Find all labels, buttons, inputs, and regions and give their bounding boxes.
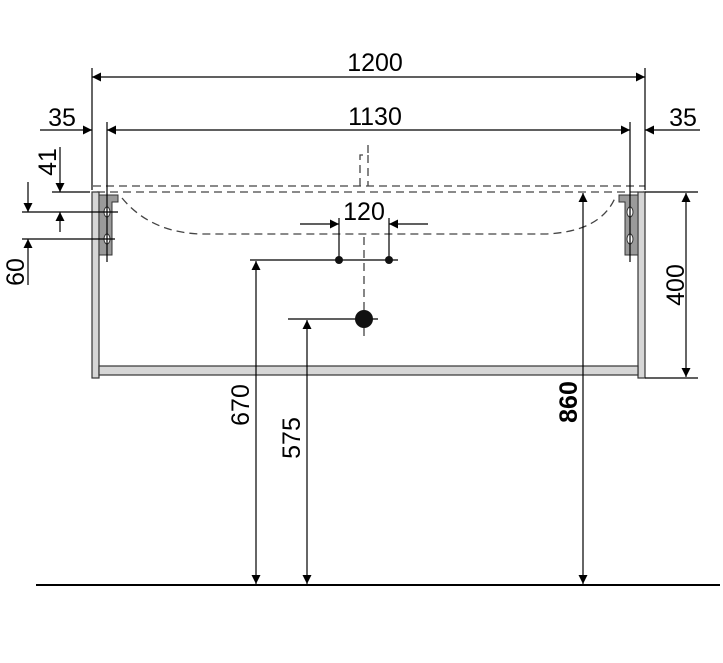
dim-heights: 670 575 860 400 — [227, 191, 698, 584]
svg-text:35: 35 — [669, 104, 697, 132]
tap-outline — [359, 145, 369, 186]
svg-text:60: 60 — [2, 258, 30, 286]
right-bracket — [618, 194, 639, 256]
cabinet — [91, 191, 646, 379]
supply-point-left — [335, 256, 343, 264]
svg-text:575: 575 — [278, 417, 306, 459]
svg-text:1200: 1200 — [347, 49, 403, 77]
svg-text:670: 670 — [227, 384, 255, 426]
dim-inner-width: 1130 35 35 — [40, 103, 700, 262]
svg-text:35: 35 — [48, 104, 76, 132]
bottom-rail — [98, 365, 639, 376]
right-side-panel — [637, 191, 646, 379]
drain-point — [355, 310, 373, 328]
svg-text:41: 41 — [34, 148, 62, 176]
left-bracket — [98, 194, 119, 256]
svg-text:400: 400 — [662, 264, 690, 306]
svg-text:1130: 1130 — [348, 103, 402, 131]
left-side-panel — [91, 191, 100, 379]
supply-point-right — [385, 256, 393, 264]
dim-bracket: 41 60 — [2, 147, 118, 286]
svg-text:860: 860 — [555, 381, 583, 423]
svg-text:120: 120 — [343, 198, 385, 226]
countertop-outline — [93, 145, 645, 235]
dim-tap-holes: 120 — [250, 198, 428, 336]
